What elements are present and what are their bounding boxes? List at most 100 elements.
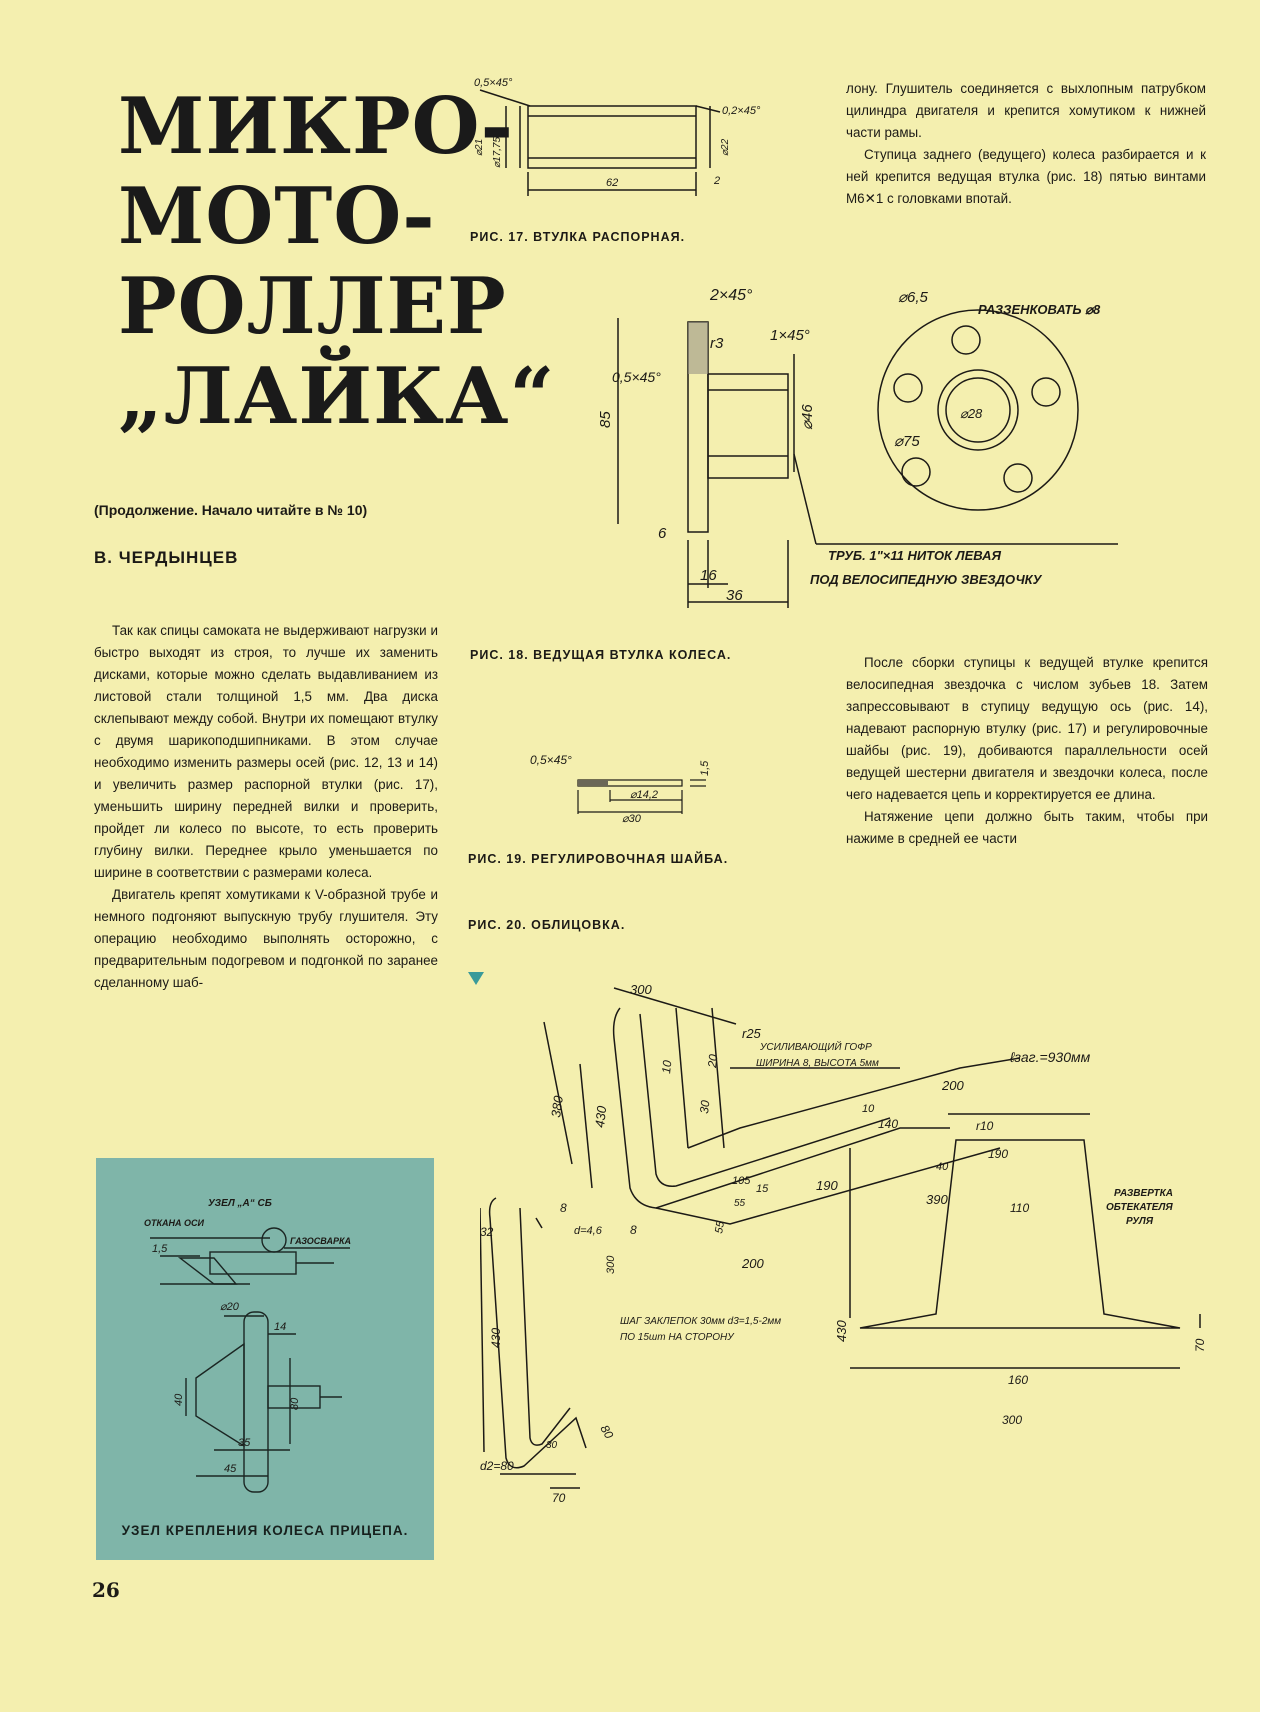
- fig20-dim: ШИРИНА 8, ВЫСОТА 5мм: [756, 1058, 879, 1069]
- fig20-dim: 70: [1193, 1338, 1207, 1352]
- fig20-dim: r10: [976, 1119, 994, 1133]
- fig20-dim: 40: [936, 1161, 949, 1173]
- teal-dim: 80: [289, 1397, 301, 1410]
- fig17-dim: 0,2×45°: [722, 105, 761, 117]
- trailer-wheel-mount-box: УЗЕЛ „А“ СБ ОТКАНА ОСИ 1,5 ГАЗОСВАРКА ⌀2…: [96, 1158, 434, 1560]
- fig20-dim: 430: [592, 1104, 609, 1128]
- trailer-wheel-mount-drawing: УЗЕЛ „А“ СБ ОТКАНА ОСИ 1,5 ГАЗОСВАРКА ⌀2…: [144, 1198, 351, 1493]
- magazine-page: МИКРО- МОТО- РОЛЛЕР „ЛАЙКА“ (Продолжение…: [0, 0, 1260, 1712]
- fig18-dim: ПОД ВЕЛОСИПЕДНУЮ ЗВЕЗДОЧКУ: [810, 572, 1043, 587]
- author-name: В. ЧЕРДЫНЦЕВ: [94, 548, 239, 567]
- fig20-dim: 55: [713, 1220, 727, 1235]
- fig18-dim: 16: [700, 567, 717, 584]
- fig20-dim: r25: [742, 1026, 762, 1041]
- fig18-dim: 1×45°: [770, 327, 810, 344]
- fig20-dim: 10: [862, 1103, 875, 1115]
- fig18-dim: r3: [710, 335, 724, 352]
- fig20-dim: d=4,6: [574, 1225, 603, 1237]
- fig20-caption: РИС. 20. ОБЛИЦОВКА.: [468, 918, 626, 932]
- title-line-4: „ЛАЙКА“: [118, 351, 556, 442]
- fig20-dim: 70: [552, 1491, 566, 1505]
- fig17-dim: 2: [713, 175, 720, 187]
- teal-dim: 14: [274, 1321, 286, 1333]
- fig20-dim: РУЛЯ: [1126, 1216, 1154, 1227]
- fig17-drawing: 0,5×45° 0,2×45° ⌀21 ⌀17,75 ⌀22 62 2: [474, 77, 761, 196]
- fig20-dim: ℓзаг.=930мм: [1009, 1049, 1091, 1065]
- fig20-dim: 8: [560, 1201, 567, 1215]
- fig20-dim: 55: [734, 1198, 746, 1209]
- teal-dim: 35: [238, 1437, 251, 1449]
- fig19-dim: ⌀14,2: [630, 789, 658, 801]
- fig20-dim: 390: [926, 1192, 948, 1207]
- teal-dim: ГАЗОСВАРКА: [290, 1236, 351, 1246]
- fig18-dim: ⌀6,5: [898, 289, 929, 306]
- paragraph: Ступица заднего (ведущего) колеса разбир…: [846, 147, 1206, 206]
- fig20-dim: 30: [697, 1099, 712, 1114]
- teal-dim: 1,5: [152, 1243, 168, 1255]
- fig18-dim: РАЗЗЕНКОВАТЬ ⌀8: [978, 302, 1101, 317]
- title-line-2: МОТО-: [118, 171, 436, 262]
- fig20-dim: 110: [1010, 1201, 1029, 1215]
- fig18-dim: ⌀28: [960, 406, 983, 421]
- fig20-dim: 190: [988, 1147, 1008, 1161]
- page-number: 26: [92, 1578, 120, 1602]
- fig20-dim: 430: [834, 1320, 849, 1342]
- fig19-dim: ⌀30: [622, 813, 642, 825]
- fig20-dim: 20: [705, 1053, 720, 1069]
- fig18-dim: 36: [726, 587, 743, 604]
- fig17-dim: ⌀22: [720, 138, 731, 156]
- fig20-dim: 32: [480, 1225, 494, 1239]
- continuation-note: (Продолжение. Начало читайте в № 10): [94, 502, 368, 518]
- fig18-dim: 0,5×45°: [612, 369, 661, 385]
- fig20-dim: 200: [941, 1078, 964, 1093]
- fig20-dim: 300: [605, 1255, 617, 1274]
- fig20-drawing: 300 r25 УСИЛИВАЮЩИЙ ГОФР ШИРИНА 8, ВЫСОТ…: [480, 982, 1207, 1505]
- fig20-dim: 15: [756, 1183, 769, 1195]
- fig19-dim: 0,5×45°: [530, 753, 572, 767]
- teal-dim: ОТКАНА ОСИ: [144, 1218, 205, 1228]
- fig18-dim: 2×45°: [709, 287, 753, 304]
- fig19-dim: 1,5: [699, 760, 711, 776]
- text-column-left: Так как спицы самоката не выдерживают на…: [94, 620, 438, 994]
- fig20-dim: РАЗВЕРТКА: [1114, 1188, 1173, 1199]
- fig18-dim: 85: [598, 411, 614, 428]
- fig20-dim: 30: [546, 1440, 558, 1451]
- fig20-dim: 160: [1008, 1373, 1028, 1387]
- fig20-dim: 8: [630, 1223, 637, 1237]
- fig18-dim: ⌀46: [799, 404, 816, 430]
- paragraph: После сборки ступицы к ведущей втулке кр…: [846, 655, 1208, 802]
- fig17-dim: 0,5×45°: [474, 77, 513, 89]
- teal-dim: ⌀20: [220, 1301, 240, 1313]
- teal-dim: 40: [173, 1393, 185, 1406]
- fig18-dim: ТРУБ. 1"×11 НИТОК ЛЕВАЯ: [828, 548, 1002, 563]
- teal-caption: УЗЕЛ КРЕПЛЕНИЯ КОЛЕСА ПРИЦЕПА.: [121, 1523, 409, 1538]
- teal-dim: УЗЕЛ „А“ СБ: [208, 1198, 272, 1209]
- article-title: МИКРО- МОТО- РОЛЛЕР „ЛАЙКА“: [118, 81, 556, 442]
- fig20-dim: 10: [659, 1059, 674, 1074]
- fig20-dim: 140: [878, 1117, 898, 1131]
- fig18-dim: 6: [658, 525, 667, 542]
- fig17-dim: ⌀17,75: [492, 137, 503, 168]
- paragraph: Двигатель крепят хомутиками к V-образной…: [94, 887, 438, 990]
- text-column-right-top: лону. Глушитель соединяется с выхлопным …: [846, 78, 1206, 210]
- fig20-dim: 200: [741, 1256, 764, 1271]
- fig20-dim: 105: [732, 1175, 751, 1187]
- fig20-dim: 300: [1002, 1413, 1022, 1427]
- fig20-dim: ПО 15шт НА СТОРОНУ: [620, 1332, 735, 1343]
- teal-dim: 45: [224, 1463, 237, 1475]
- page-margin: [1260, 0, 1288, 1712]
- fig20-dim: 80: [597, 1423, 616, 1442]
- triangle-marker-icon: [468, 972, 484, 985]
- fig19-drawing: 0,5×45° 1,5 ⌀14,2 ⌀30: [530, 753, 711, 825]
- fig20-dim: 300: [630, 982, 652, 997]
- paragraph: Так как спицы самоката не выдерживают на…: [94, 623, 438, 880]
- fig19-caption: РИС. 19. РЕГУЛИРОВОЧНАЯ ШАЙБА.: [468, 852, 729, 866]
- title-line-3: РОЛЛЕР: [118, 261, 507, 352]
- fig18-drawing: 2×45° r3 1×45° 0,5×45° 85 ⌀46 6 16 36 ⌀6…: [598, 287, 1118, 608]
- fig20-dim: УСИЛИВАЮЩИЙ ГОФР: [759, 1040, 872, 1053]
- fig20-dim: ОБТЕКАТЕЛЯ: [1106, 1202, 1173, 1213]
- title-line-1: МИКРО-: [118, 81, 514, 172]
- fig18-caption: РИС. 18. ВЕДУЩАЯ ВТУЛКА КОЛЕСА.: [470, 648, 732, 662]
- fig20-dim: 190: [816, 1178, 838, 1193]
- fig20-dim: d2=80: [480, 1459, 514, 1473]
